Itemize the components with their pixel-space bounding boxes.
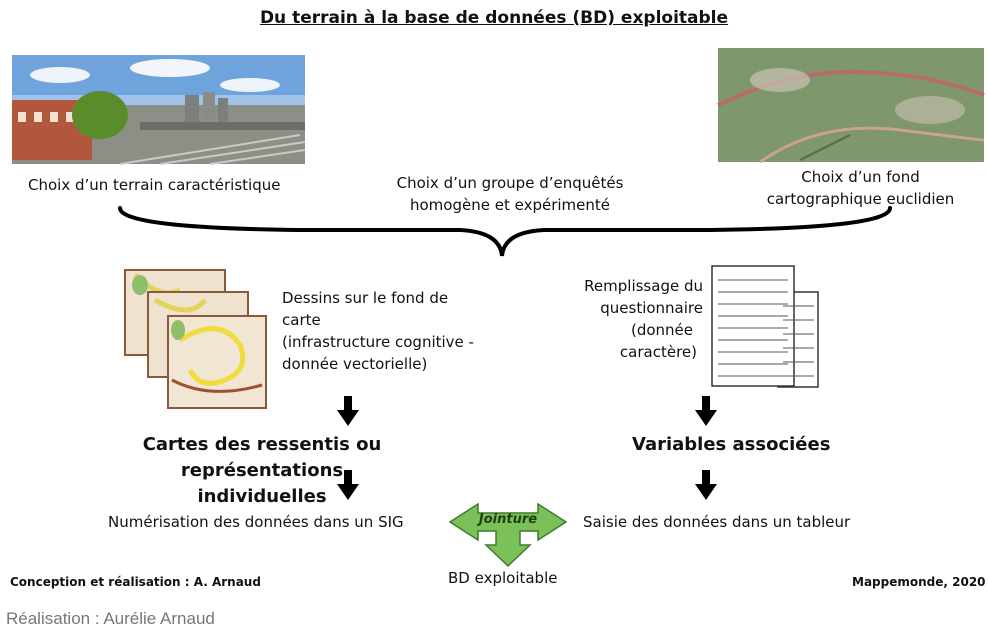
- topographic-map-image: [717, 48, 985, 164]
- map-base-label: Choix d’un fond cartographique euclidien: [748, 166, 973, 210]
- drawing-description-line2: carte: [282, 311, 321, 329]
- grouping-brace: [118, 206, 892, 257]
- spreadsheet-step-label: Saisie des données dans un tableur: [583, 513, 851, 531]
- map-base-label-line1: Choix d’un fond: [801, 168, 920, 186]
- credits-right: Mappemonde, 2020: [852, 575, 986, 589]
- stacked-maps-image: [124, 269, 267, 409]
- arrow-down-icon: [337, 470, 359, 500]
- jointure-label: Jointure: [478, 512, 538, 527]
- sig-step-label: Numérisation des données dans un SIG: [108, 513, 404, 531]
- maps-result-heading-line2: individuelles: [197, 486, 327, 507]
- questionnaire-description-line2: questionnaire: [600, 299, 703, 317]
- questionnaire-description: Remplissage du questionnaire (donnée car…: [575, 275, 703, 363]
- drawing-description-line3: (infrastructure cognitive -: [282, 333, 474, 351]
- questionnaire-image: [711, 265, 819, 388]
- maps-result-heading: Cartes des ressentis ou représentations …: [62, 432, 462, 510]
- figure-caption: Réalisation : Aurélie Arnaud: [6, 609, 215, 628]
- questionnaire-description-line1: Remplissage du: [584, 277, 703, 295]
- variables-heading: Variables associées: [632, 434, 831, 455]
- drawing-description: Dessins sur le fond de carte (infrastruc…: [282, 287, 474, 375]
- bd-exploitable-label: BD exploitable: [448, 569, 558, 587]
- map-base-label-line2: cartographique euclidien: [766, 190, 955, 208]
- questionnaire-description-line4: caractère): [619, 343, 697, 361]
- diagram-title: Du terrain à la base de données (BD) exp…: [259, 8, 729, 28]
- arrow-down-icon: [337, 396, 359, 426]
- drawing-description-line4: donnée vectorielle): [282, 355, 428, 373]
- drawing-description-line1: Dessins sur le fond de: [282, 289, 449, 307]
- jointure-arrow-icon: [448, 502, 568, 568]
- questionnaire-description-line3: (donnée: [630, 321, 693, 339]
- group-label: Choix d’un groupe d’enquêtés homogène et…: [345, 172, 675, 216]
- terrain-photo: [12, 55, 306, 165]
- credits-left: Conception et réalisation : A. Arnaud: [10, 575, 261, 589]
- arrow-down-icon: [695, 396, 717, 426]
- group-label-line2: homogène et expérimenté: [410, 196, 610, 214]
- arrow-down-icon: [695, 470, 717, 500]
- terrain-label: Choix d’un terrain caractéristique: [28, 176, 281, 194]
- maps-result-heading-line1: Cartes des ressentis ou représentations: [142, 434, 382, 481]
- group-label-line1: Choix d’un groupe d’enquêtés: [396, 174, 624, 192]
